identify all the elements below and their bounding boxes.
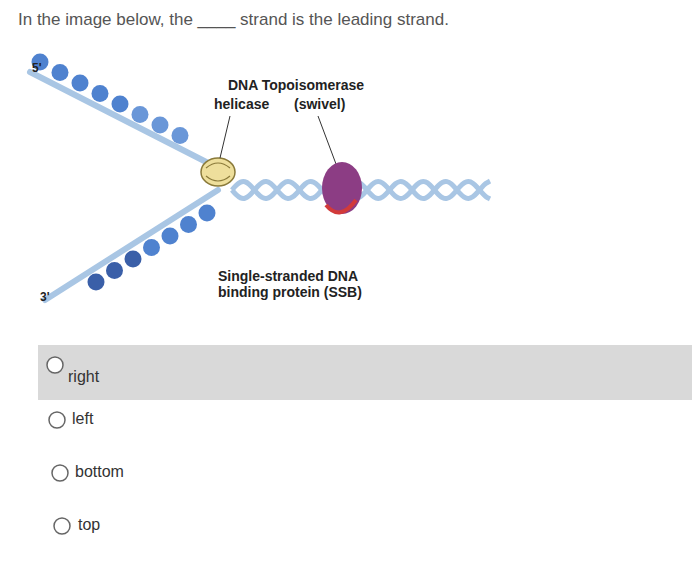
helicase-detail	[206, 163, 230, 181]
nucleotide	[132, 106, 149, 123]
option-text: top	[78, 516, 100, 534]
nucleotide	[162, 228, 179, 245]
helicase-symbol	[201, 158, 235, 186]
leader-line	[318, 116, 336, 164]
end-label: 5'	[32, 62, 42, 76]
template-strand	[45, 190, 218, 300]
answer-option: right	[38, 345, 692, 400]
radio-button	[54, 518, 70, 534]
part-label: helicase	[214, 96, 269, 112]
nucleotide	[172, 127, 189, 144]
nucleotide	[199, 205, 216, 222]
nucleotide	[72, 75, 89, 92]
option-text: bottom	[75, 463, 124, 481]
radio-button	[47, 357, 63, 373]
leader-line	[220, 116, 230, 158]
topoisomerase-cut	[326, 200, 356, 212]
template-strand	[30, 72, 218, 168]
nucleotide	[125, 251, 142, 268]
question-text: In the image below, the ____ strand is t…	[18, 10, 449, 30]
option-text: left	[72, 410, 93, 428]
option-text: right	[38, 345, 692, 386]
nucleotide	[52, 64, 69, 81]
nucleotide	[92, 85, 109, 102]
topoisomerase-symbol	[322, 162, 362, 214]
end-label: 3'	[40, 291, 50, 305]
option-band	[38, 345, 692, 400]
nucleotide	[106, 262, 123, 279]
nucleotide	[88, 274, 105, 291]
nucleotides	[32, 54, 216, 291]
part-label: (swivel)	[294, 96, 345, 112]
radio-button	[49, 412, 65, 428]
part-label: Single-stranded DNA binding protein (SSB…	[218, 268, 390, 300]
nucleotide	[180, 216, 197, 233]
nucleotide	[112, 96, 129, 113]
nucleotide	[143, 239, 160, 256]
part-label: DNA Topoisomerase	[228, 77, 364, 93]
radio-button	[52, 465, 68, 481]
nucleotide	[152, 117, 169, 134]
